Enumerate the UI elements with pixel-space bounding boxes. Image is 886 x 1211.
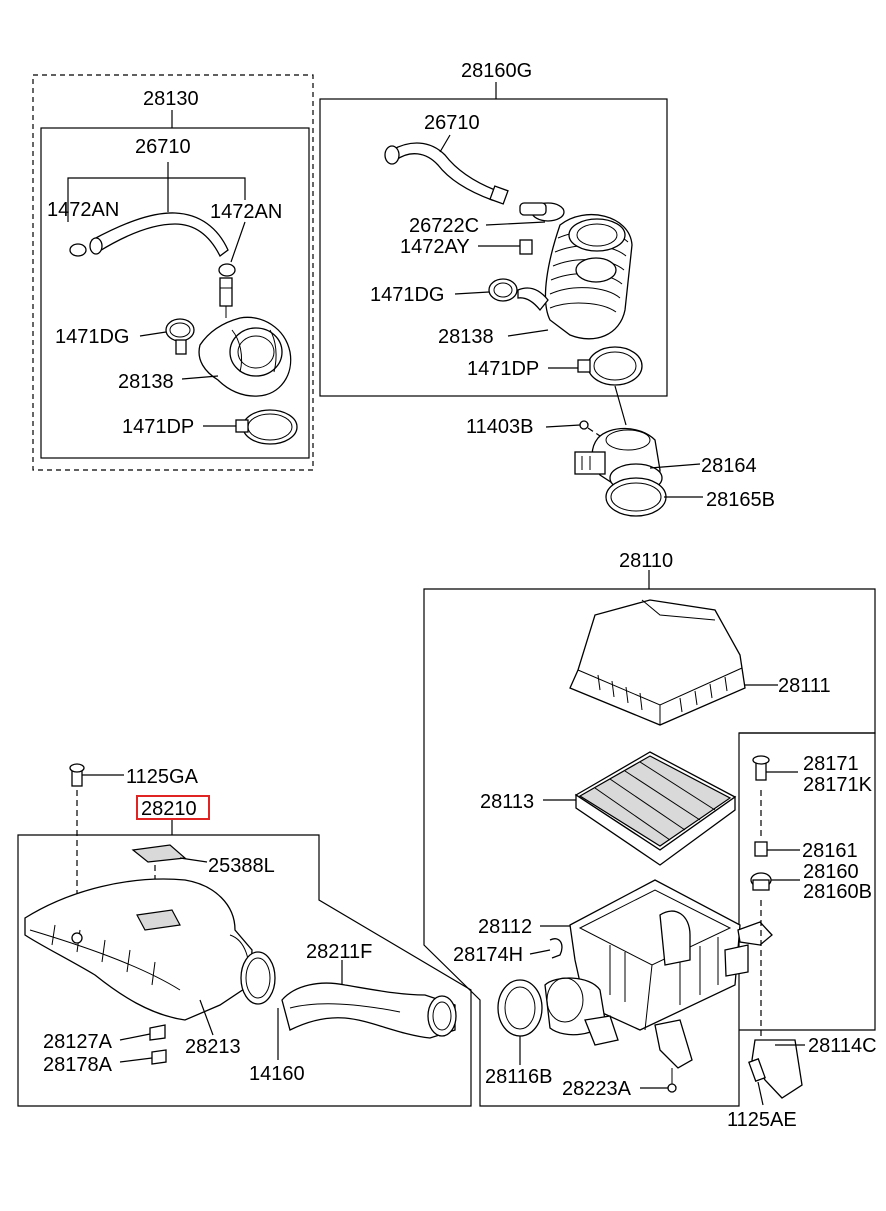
label-25388l: 25388L [208,855,275,877]
group-28210: 1125GA 28210 25388L 28211F 28127A 28178A… [17,763,472,1107]
highlight-28210 [136,795,210,820]
hose-clamp-14160 [240,951,276,1005]
intake-duct-28213 [24,878,253,1021]
label-1125ae: 1125AE [727,1109,797,1131]
label-26722c: 26722C [409,215,479,237]
label-14160: 14160 [249,1063,305,1085]
label-1471dp-right: 1471DP [467,358,539,380]
hose-clamp-left-a [69,243,87,257]
label-26710-right: 26710 [424,112,480,134]
label-28114c: 28114C [808,1035,877,1057]
label-1471dg-right: 1471DG [370,284,445,306]
clip-1472ay [519,239,533,255]
label-28210: 28210 [141,798,197,820]
group-28130-inner-box [40,127,310,459]
bracket-28114c [751,1039,803,1099]
label-28174h: 28174H [453,944,523,966]
label-28116b: 28116B [485,1066,552,1088]
label-1471dg-left: 1471DG [55,326,130,348]
label-28213: 28213 [185,1036,241,1058]
intake-hose-28211f [281,982,456,1039]
hose-clamp-1471dg-right [488,278,518,302]
breather-nipple-left [219,277,233,307]
label-26710-left: 26710 [135,136,191,158]
label-28138-left: 28138 [118,371,174,393]
label-plate-25388l [131,844,187,863]
group-28110-frame [423,588,876,1107]
hose-clamp-1471dp-left [242,409,298,445]
gasket-ring-28165b [605,477,667,517]
group-28210-frame [17,834,472,1107]
label-28130: 28130 [143,88,199,110]
grommet-28127a [149,1024,166,1041]
label-1472an-left-a: 1472AN [47,199,119,221]
group-28110: 28110 28111 28171 28171K 28113 28161 281… [423,550,877,1131]
label-28127a: 28127A [43,1031,113,1053]
bolt-1125ae [748,1058,766,1082]
bushing-28161 [754,841,768,857]
air-cleaner-cover-28111 [569,599,746,726]
label-28164: 28164 [701,455,757,477]
group-28160g: 28160G 26710 26722C 1472AY 1471DG 28138 … [319,60,668,397]
label-1472ay: 1472AY [400,236,470,258]
breather-hose-right [391,142,496,201]
label-28112: 28112 [478,916,532,938]
label-28211f: 28211F [306,941,372,963]
label-1125ga: 1125GA [126,766,199,788]
label-28138-right: 28138 [438,326,494,348]
air-flow-sensor-assembly: 11403B 28164 28165B [466,385,775,517]
air-cleaner-body-28112 [569,879,741,1031]
label-28160b: 28160B [803,881,872,903]
label-28111: 28111 [778,675,831,697]
label-1471dp-left: 1471DP [122,416,194,438]
bolt-11403b [579,420,589,430]
label-28223a: 28223A [562,1078,632,1100]
label-28178a: 28178A [43,1054,113,1076]
group-28130-dashed-frame [32,74,314,471]
label-28171: 28171 [803,753,859,775]
duct-28223a [654,1019,693,1069]
label-28160g: 28160G [461,60,532,82]
label-28171k: 28171K [803,774,873,796]
label-1472an-left-b: 1472AN [210,201,282,223]
label-28113: 28113 [480,791,534,813]
label-28165b: 28165B [706,489,775,511]
group-28130: 28130 26710 1472AN 1472AN 1471DG 28138 1… [32,74,314,471]
hose-clamp-left-b [218,263,236,277]
collar-28178a [151,1049,167,1065]
label-28160: 28160 [803,861,859,883]
breather-hose-left [91,212,229,257]
group-28160g-box [319,98,668,397]
clip-28174h [549,938,563,959]
hose-clamp-1471dp-right [587,346,643,386]
label-11403b: 11403B [466,416,533,438]
label-28110: 28110 [619,550,673,572]
label-28161: 28161 [802,840,858,862]
